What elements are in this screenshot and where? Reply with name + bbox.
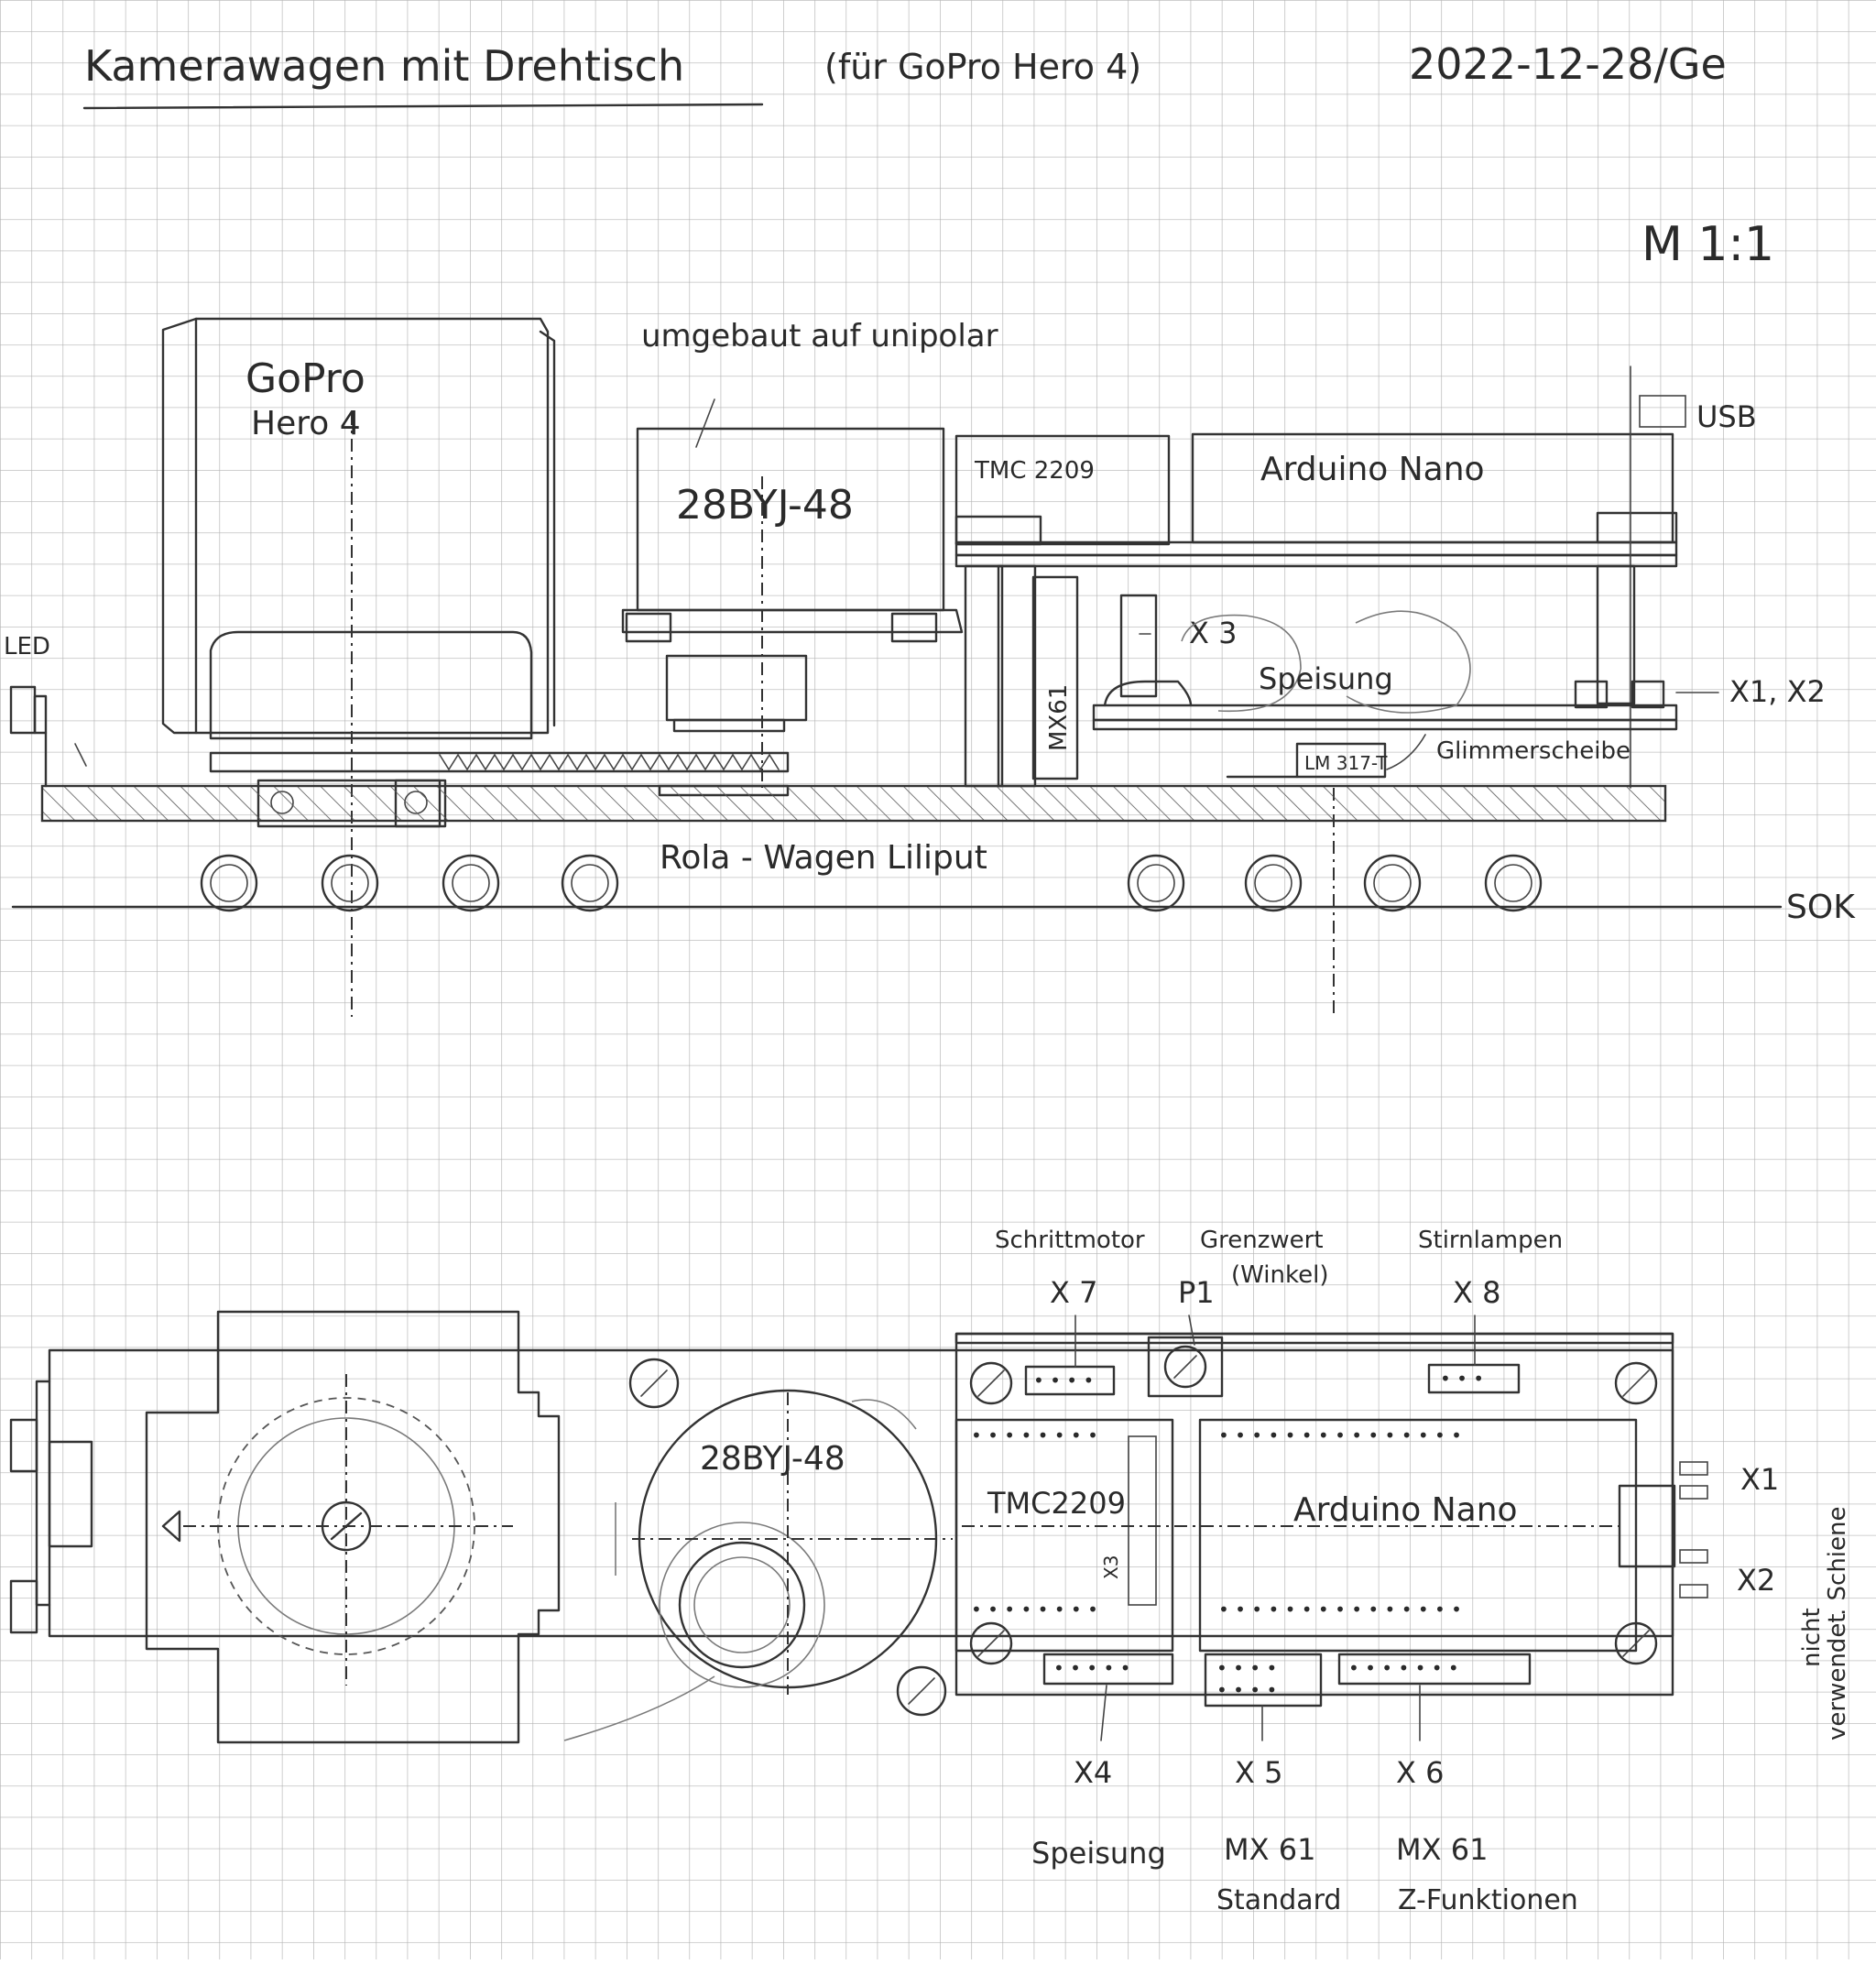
x7-desc: Schrittmotor [995, 1227, 1145, 1254]
svg-text:• • • •: • • • • [1216, 1679, 1277, 1701]
driver-label-top: TMC2209 [987, 1486, 1126, 1521]
x1-x2-contacts: X1 X2 [1679, 1461, 1779, 1598]
motor-label-side: 28BYJ-48 [676, 482, 854, 529]
title-block: Kamerawagen mit Drehtisch (für GoPro Her… [82, 39, 1774, 272]
x3-label-top: X3 [1100, 1555, 1122, 1579]
p1-desc-2: (Winkel) [1231, 1261, 1328, 1289]
title-date: 2022-12-28/Ge [1409, 39, 1727, 89]
x8-desc: Stirnlampen [1418, 1227, 1563, 1254]
turntable-top [145, 1310, 561, 1744]
gopro-label-2: Hero 4 [251, 405, 361, 442]
x6-desc-2: Z-Funktionen [1398, 1884, 1578, 1916]
x8-label: X 8 [1453, 1275, 1500, 1310]
mcu-label-side: Arduino Nano [1260, 451, 1485, 488]
wagon-label: Rola - Wagen Liliput [660, 839, 987, 877]
speisung-label-side: Speisung [1259, 661, 1393, 696]
gopro-camera: GoPro Hero 4 [161, 317, 556, 1017]
mcu-label-top: Arduino Nano [1293, 1491, 1518, 1529]
electronics-stack-side: TMC 2209 Arduino Nano USB MX61 X 3 [954, 366, 1826, 1017]
p1-label: P1 [1178, 1275, 1215, 1310]
usb-label: USB [1696, 399, 1757, 434]
svg-text:• • • • • • • • • • • • • • •: • • • • • • • • • • • • • • • [1218, 1424, 1462, 1446]
x2-label-top: X2 [1737, 1563, 1775, 1598]
svg-text:• • • • •: • • • • • [1053, 1657, 1130, 1679]
x5-desc-2: Standard [1216, 1884, 1341, 1916]
x7-label: X 7 [1050, 1275, 1097, 1310]
mx61-label-side: MX61 [1045, 684, 1073, 751]
x5-desc-1: MX 61 [1224, 1832, 1315, 1867]
scale-label: M 1:1 [1642, 217, 1774, 272]
side-note: verwendet nicht . Schiene [1798, 1506, 1851, 1740]
x3-label-side: X 3 [1189, 616, 1237, 650]
title-sub: (für GoPro Hero 4) [824, 47, 1141, 87]
title-main: Kamerawagen mit Drehtisch [84, 41, 684, 91]
x6-label: X 6 [1396, 1755, 1444, 1790]
svg-text:• • • • • • • •: • • • • • • • • [971, 1424, 1098, 1446]
x5-label: X 5 [1235, 1755, 1282, 1790]
title-underline [82, 103, 764, 110]
driver-label-side: TMC 2209 [974, 457, 1095, 485]
side-note-3: . Schiene [1824, 1506, 1851, 1616]
svg-text:• • • •: • • • • [1216, 1657, 1277, 1679]
top-view: Schrittmotor Grenzwert (Winkel) Stirnlam… [9, 1227, 1851, 1916]
gopro-label-1: GoPro [245, 355, 365, 402]
side-note-1: nicht [1798, 1608, 1826, 1667]
end-lamp-carrier [35, 1380, 51, 1607]
wheel-row [200, 854, 1543, 912]
x4-label: X4 [1074, 1755, 1112, 1790]
x4-desc: Speisung [1031, 1836, 1166, 1871]
svg-text:• • • • • • •: • • • • • • • [1348, 1657, 1459, 1679]
x1x2-label-side: X1, X2 [1729, 674, 1826, 709]
svg-text:• • • •: • • • • [1033, 1369, 1094, 1391]
led-label: LED [4, 633, 50, 660]
motor-note: umgebaut auf unipolar [641, 318, 998, 355]
stepper-motor-side: umgebaut auf unipolar 28BYJ-48 [621, 318, 998, 797]
motor-label-top: 28BYJ-48 [700, 1440, 845, 1478]
x6-desc-1: MX 61 [1396, 1832, 1488, 1867]
p1-desc-1: Grenzwert [1200, 1227, 1324, 1254]
led-side: LED [4, 633, 87, 788]
svg-text:• • •: • • • [1440, 1368, 1484, 1390]
mica-label: Glimmerscheibe [1436, 737, 1631, 765]
side-note-2: verwendet [1824, 1613, 1851, 1740]
regulator-label: LM 317-T [1304, 752, 1388, 774]
svg-text:• • • • • • • •: • • • • • • • • [971, 1598, 1098, 1620]
sok-label: SOK [1786, 889, 1856, 926]
side-view: GoPro Hero 4 umgebaut auf unipolar 28BYJ… [4, 317, 1856, 1017]
pcb-top: • • • • • • • • • • • • • • • • • • • • … [954, 1315, 1676, 1741]
svg-text:• • • • • • • • • • • • • • •: • • • • • • • • • • • • • • • [1218, 1598, 1462, 1620]
base-plate [40, 784, 1667, 823]
x1-label-top: X1 [1740, 1462, 1779, 1497]
stepper-motor-top: 28BYJ-48 [563, 1358, 953, 1741]
